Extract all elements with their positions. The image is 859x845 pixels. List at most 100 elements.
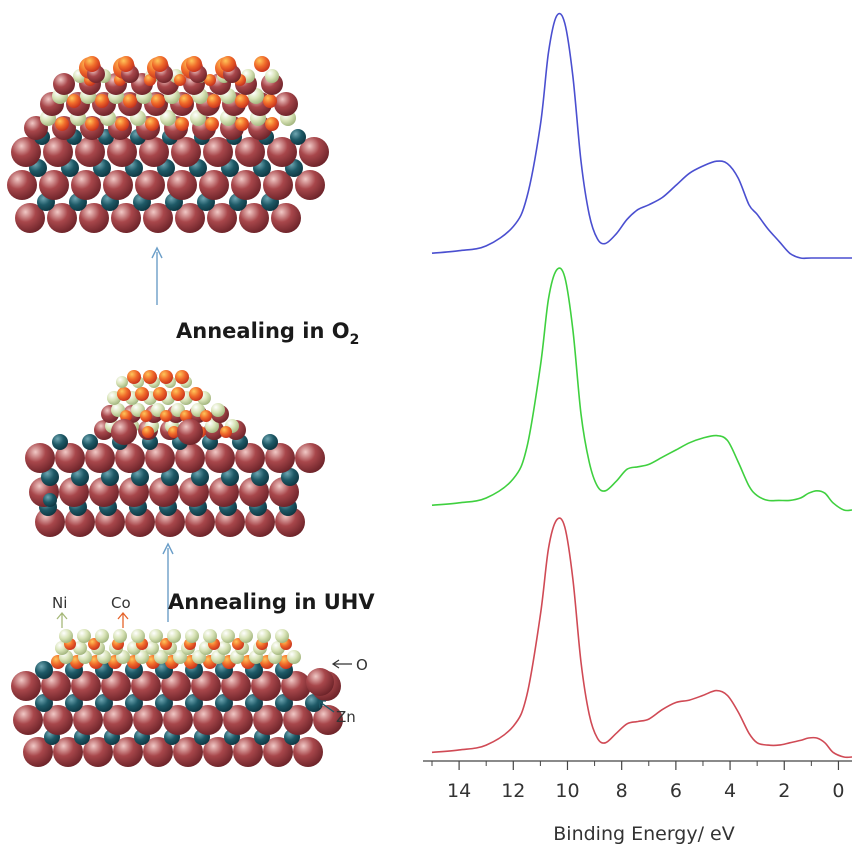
cobalt-atom (145, 117, 159, 131)
oxygen-atom (175, 203, 205, 233)
cobalt-atom (160, 638, 172, 650)
oxygen-atom (271, 203, 301, 233)
cobalt-atom (140, 410, 152, 422)
nickel-atom (131, 629, 145, 643)
cobalt-atom (120, 410, 132, 422)
oxygen-atom (299, 137, 329, 167)
oxygen-atom (205, 443, 235, 473)
oxygen-atom (193, 705, 223, 735)
nickel-atom (265, 69, 279, 83)
oxygen-atom (231, 170, 261, 200)
oxygen-atom (107, 137, 137, 167)
cobalt-atom (168, 426, 180, 438)
o-label: O (356, 656, 368, 674)
x-tick-label: 2 (778, 780, 790, 802)
nickel-atom (145, 641, 159, 655)
cobalt-atom (95, 94, 109, 108)
cobalt-atom (207, 94, 221, 108)
nickel-atom (116, 376, 128, 388)
nickel-atom (217, 641, 231, 655)
oxygen-atom (11, 671, 41, 701)
cobalt-atom (265, 117, 279, 131)
cobalt-atom (235, 117, 249, 131)
nickel-atom (77, 629, 91, 643)
zinc-atom (221, 468, 239, 486)
nickel-atom (113, 629, 127, 643)
oxygen-atom (43, 137, 73, 167)
zinc-atom (161, 468, 179, 486)
oxygen-atom (235, 443, 265, 473)
nickel-atom (73, 641, 87, 655)
oxygen-atom (161, 671, 191, 701)
oxygen-atom (103, 170, 133, 200)
oxygen-atom (113, 737, 143, 767)
cobalt-atom (115, 117, 129, 131)
oxygen-atom (275, 507, 305, 537)
zinc-atom (82, 434, 98, 450)
cobalt-atom (160, 410, 172, 422)
cobalt-atom (152, 56, 168, 72)
oxygen-atom (143, 737, 173, 767)
oxygen-atom (139, 137, 169, 167)
oxygen-atom (25, 443, 55, 473)
nickel-atom (257, 629, 271, 643)
oxygen-atom (83, 737, 113, 767)
nickel-atom (275, 629, 289, 643)
nickel-atom (173, 650, 187, 664)
oxygen-atom (175, 443, 205, 473)
oxygen-atom (199, 170, 229, 200)
annealing-o2-label: Annealing in O2 (176, 319, 359, 348)
cobalt-atom (85, 117, 99, 131)
x-tick-label: 14 (447, 780, 471, 802)
oxygen-atom (203, 137, 233, 167)
zn-pointer (318, 700, 335, 713)
cobalt-atom (171, 387, 185, 401)
oxygen-atom (233, 737, 263, 767)
structure-middle (25, 370, 325, 537)
zinc-atom (262, 434, 278, 450)
x-tick-label: 0 (832, 780, 844, 802)
oxygen-atom (274, 92, 298, 116)
cobalt-atom (232, 638, 244, 650)
oxygen-atom (173, 737, 203, 767)
zinc-atom (43, 493, 57, 507)
oxygen-atom (167, 170, 197, 200)
zinc-atom (191, 468, 209, 486)
oxygen-atom (215, 507, 245, 537)
oxygen-atom (39, 170, 69, 200)
cobalt-atom (220, 56, 236, 72)
zn-label: Zn (336, 708, 356, 726)
oxygen-atom (103, 705, 133, 735)
oxygen-atom (65, 507, 95, 537)
oxygen-atom (131, 671, 161, 701)
oxygen-atom (263, 737, 293, 767)
oxygen-atom (239, 203, 269, 233)
oxygen-atom (283, 705, 313, 735)
oxygen-atom (223, 705, 253, 735)
nickel-atom (135, 650, 149, 664)
nickel-atom (160, 110, 176, 126)
oxygen-atom (55, 443, 85, 473)
zinc-atom (41, 468, 59, 486)
cobalt-atom (118, 56, 134, 72)
oxygen-atom (155, 507, 185, 537)
zinc-atom (52, 434, 68, 450)
cobalt-atom (117, 387, 131, 401)
oxygen-atom (15, 203, 45, 233)
ni-arrow (56, 611, 68, 628)
nickel-atom (185, 629, 199, 643)
ni-label: Ni (52, 594, 67, 612)
nickel-atom (167, 629, 181, 643)
oxygen-atom (53, 737, 83, 767)
x-tick-label: 12 (501, 780, 525, 802)
cobalt-atom (135, 387, 149, 401)
oxygen-atom (221, 671, 251, 701)
cobalt-atom (220, 426, 232, 438)
oxygen-atom (23, 737, 53, 767)
oxygen-atom (41, 671, 71, 701)
cobalt-atom (175, 117, 189, 131)
oxygen-atom (171, 137, 201, 167)
cobalt-atom (200, 410, 212, 422)
